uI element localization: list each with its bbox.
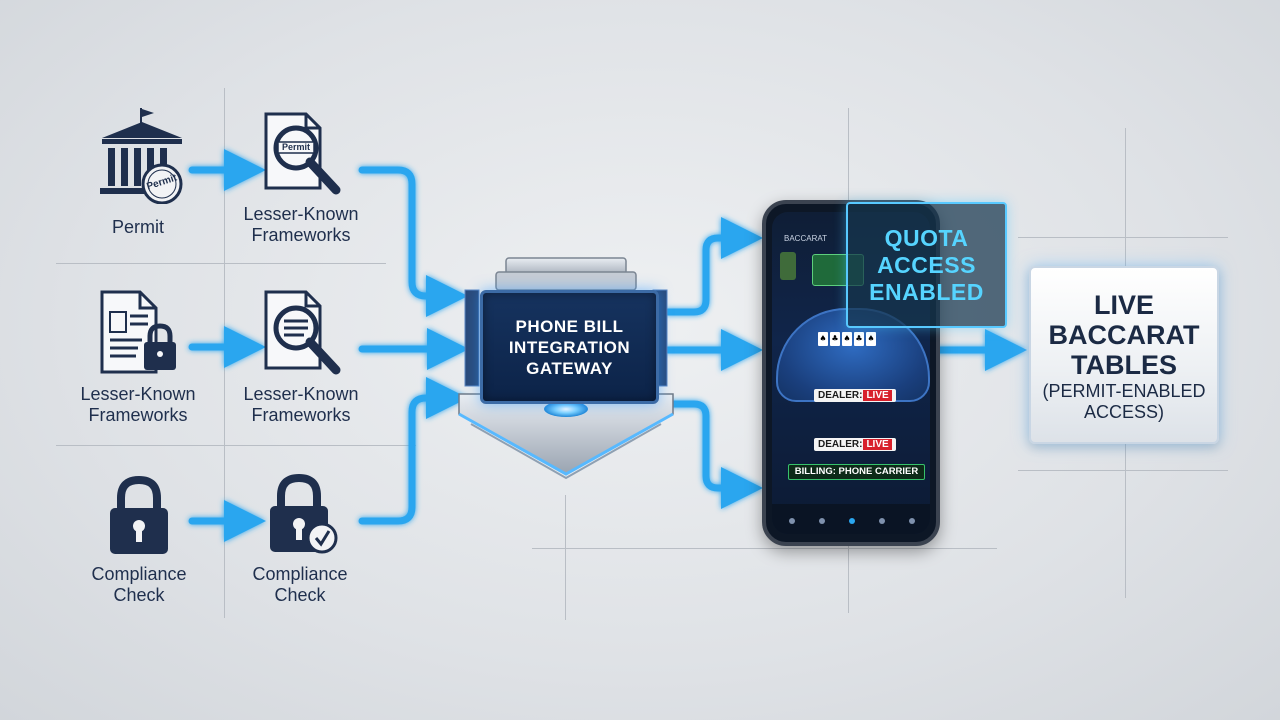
- grid-line: [56, 263, 386, 264]
- row2-source-label: Lesser-Known Frameworks: [80, 384, 196, 425]
- row2-target-label: Lesser-Known Frameworks: [243, 384, 359, 425]
- document-magnifier-icon: [264, 112, 341, 195]
- billing-badge: BILLING: PHONE CARRIER: [788, 464, 925, 480]
- playing-card: ♣: [854, 332, 864, 346]
- destination-subtitle: (PERMIT-ENABLED ACCESS): [1042, 381, 1206, 422]
- gateway-base: [458, 257, 674, 480]
- padlock-check-icon: [270, 474, 338, 554]
- nav-item-2[interactable]: [808, 518, 836, 526]
- row1-source-label: Permit: [111, 217, 164, 237]
- grid-line: [1018, 470, 1228, 471]
- bottom-nav: [772, 504, 930, 534]
- gateway-label: PHONE BILL INTEGRATION GATEWAY: [508, 316, 631, 378]
- playing-card: ♣: [830, 332, 840, 346]
- nav-item-3[interactable]: [838, 518, 866, 526]
- quota-access-label: QUOTA ACCESS ENABLED: [869, 224, 984, 305]
- grid-line: [565, 495, 566, 620]
- home-icon: [789, 518, 795, 524]
- arrow-gateway-to-phone-top: [664, 217, 763, 316]
- dealer-live-badge-2: DEALER:LIVE: [814, 438, 896, 451]
- padlock-icon: [110, 476, 168, 554]
- arrow-top-to-gateway: [358, 166, 468, 317]
- playing-card: ♠: [842, 332, 852, 346]
- row3-source-label: Compliance Check: [91, 564, 187, 605]
- grid-line: [532, 548, 997, 549]
- arrow-bottom-to-gateway: [358, 377, 468, 525]
- phone-header-title: BACCARAT: [784, 234, 827, 243]
- arrow-gateway-to-phone-bottom: [664, 400, 763, 509]
- dealer-label: DEALER:: [818, 390, 863, 401]
- destination-title: LIVE BACCARAT TABLES: [1048, 290, 1200, 380]
- nav-item-4[interactable]: [868, 518, 896, 526]
- quota-access-panel: QUOTA ACCESS ENABLED: [846, 202, 1007, 328]
- nav-item-5[interactable]: [898, 518, 926, 526]
- dealer-live-badge-1: DEALER:LIVE: [814, 389, 896, 402]
- nav-home[interactable]: [778, 518, 806, 526]
- document-lock-icon: [100, 290, 176, 374]
- playing-card: ♠: [818, 332, 828, 346]
- dealer-label: DEALER:: [818, 439, 863, 450]
- live-tag: LIVE: [863, 439, 892, 450]
- government-building-icon: [100, 108, 183, 204]
- grid-line: [1018, 237, 1228, 238]
- wallet-icon: [879, 518, 885, 524]
- playing-card: ♠: [866, 332, 876, 346]
- game-thumbnail[interactable]: [780, 252, 796, 280]
- profile-icon: [909, 518, 915, 524]
- row3-target-label: Compliance Check: [252, 564, 348, 605]
- tables-icon: [849, 518, 855, 524]
- live-baccarat-tables-panel: LIVE BACCARAT TABLES (PERMIT-ENABLED ACC…: [1029, 266, 1219, 444]
- document-search-icon: [264, 290, 341, 375]
- grid-line: [56, 445, 416, 446]
- doc-magnifier-badge-text: Permit: [281, 142, 310, 152]
- games-icon: [819, 518, 825, 524]
- live-tag: LIVE: [863, 390, 892, 401]
- row1-target-label: Lesser-Known Frameworks: [243, 204, 359, 245]
- gateway-screen: PHONE BILL INTEGRATION GATEWAY: [480, 290, 659, 404]
